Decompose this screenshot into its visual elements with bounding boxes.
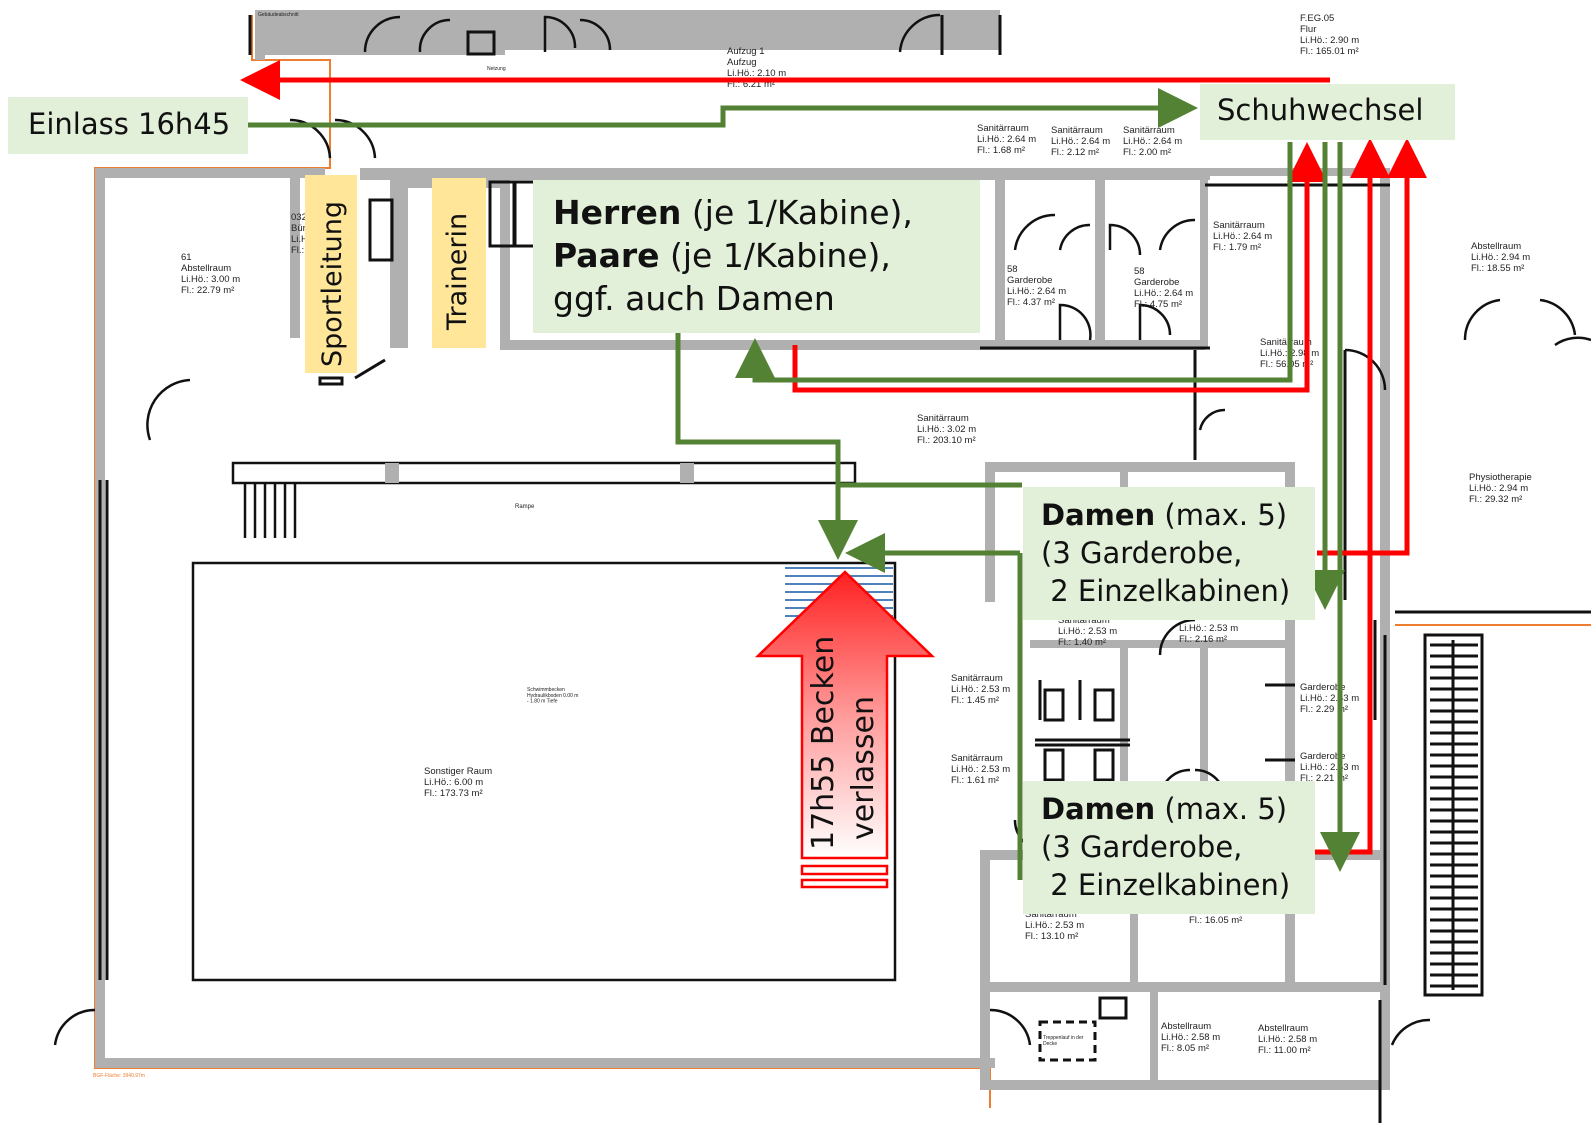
paare-title: Paare — [553, 236, 660, 275]
damen1-line3: 2 Einzelkabinen) — [1041, 574, 1291, 608]
room-label-rampe: Rampe — [515, 504, 535, 510]
damen2-title: Damen — [1041, 792, 1156, 826]
stair-steps — [1430, 643, 1478, 988]
sport-lead-tag: Sportleitung — [305, 175, 357, 373]
cabin-lines — [1035, 680, 1130, 747]
entry-callout: Einlass 16h45 — [8, 97, 248, 154]
sport-lead-label: Sportleitung — [317, 200, 348, 367]
entry-label: Einlass 16h45 — [28, 107, 231, 141]
damen1-line1: Damen (max. 5) — [1041, 497, 1287, 534]
damen1-title: Damen — [1041, 498, 1156, 532]
paare-line: Paare (je 1/Kabine), — [553, 235, 891, 277]
exit-line1: 17h55 Becken — [806, 635, 841, 850]
paare-note: (je 1/Kabine), — [659, 236, 891, 275]
damen1-line2: (3 Garderobe, — [1041, 536, 1243, 570]
herren-callout: Herren (je 1/Kabine), Paare (je 1/Kabine… — [533, 180, 980, 333]
pool — [191, 461, 897, 982]
exit-line2: verlassen — [846, 696, 881, 840]
herren-title: Herren — [553, 193, 682, 232]
trainer-label: Trainerin — [442, 212, 473, 330]
ramp-posts — [385, 463, 694, 483]
damen2-line3: 2 Einzelkabinen) — [1041, 868, 1291, 902]
trainer-tag: Trainerin — [432, 178, 486, 348]
damen-callout-1: Damen (max. 5) (3 Garderobe, 2 Einzelkab… — [1023, 487, 1315, 620]
damen-also-line: ggf. auch Damen — [553, 279, 835, 318]
structure-lines — [98, 15, 1591, 1123]
room-label-bgf: BGF-Fläche: 3940.97m — [93, 1073, 145, 1079]
room-label-fl16: Fl.: 16.05 m² — [1189, 915, 1242, 926]
shoe-change-callout: Schuhwechsel — [1200, 84, 1455, 140]
damen2-note: (max. 5) — [1155, 792, 1288, 826]
room-label-netz: Netzung — [487, 66, 506, 72]
damen-callout-2: Damen (max. 5) (3 Garderobe, 2 Einzelkab… — [1023, 781, 1315, 914]
herren-note: (je 1/Kabine), — [681, 193, 913, 232]
exit-arrow — [754, 570, 936, 889]
damen2-line1: Damen (max. 5) — [1041, 791, 1287, 828]
shoe-change-label: Schuhwechsel — [1217, 93, 1424, 127]
damen2-line2: (3 Garderobe, — [1041, 830, 1243, 864]
entry-routes — [247, 88, 1360, 880]
room-label-geb: Gebäudeabschnitt — [258, 12, 299, 18]
fixtures — [318, 30, 1128, 1062]
damen1-note: (max. 5) — [1155, 498, 1288, 532]
herren-line: Herren (je 1/Kabine), — [553, 192, 913, 234]
